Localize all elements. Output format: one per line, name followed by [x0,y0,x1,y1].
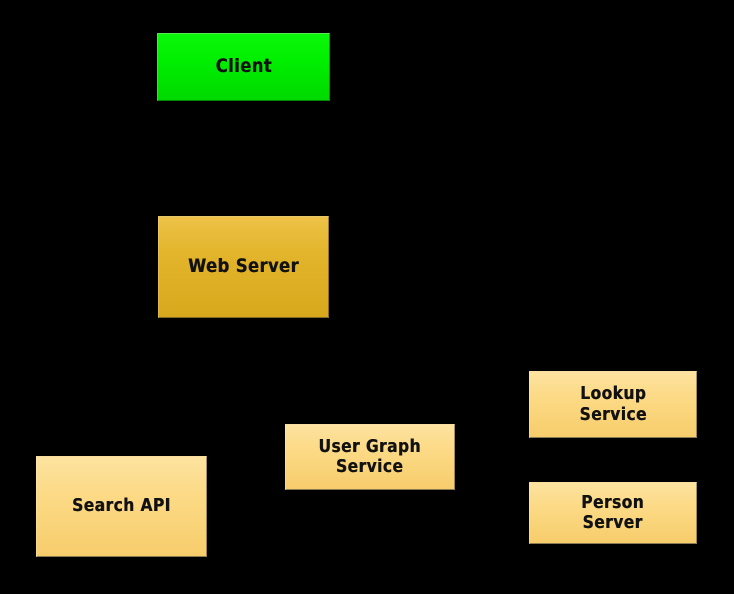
diagram-node-person-server[interactable]: Person Server [529,482,697,544]
node-label-client: Client [215,55,272,78]
node-label-user-graph-service: User Graph Service [318,435,422,477]
node-label-person-server: Person Server [581,491,645,533]
diagram-node-user-graph-service[interactable]: User Graph Service [285,424,455,490]
diagram-node-lookup-service[interactable]: Lookup Service [529,371,697,438]
node-label-search-api: Search API [72,495,171,517]
diagram-node-web-server[interactable]: Web Server [158,216,329,318]
node-label-web-server: Web Server [188,255,299,278]
diagram-node-search-api[interactable]: Search API [36,456,207,557]
node-label-lookup-service: Lookup Service [579,383,647,425]
diagram-node-client[interactable]: Client [157,33,330,101]
